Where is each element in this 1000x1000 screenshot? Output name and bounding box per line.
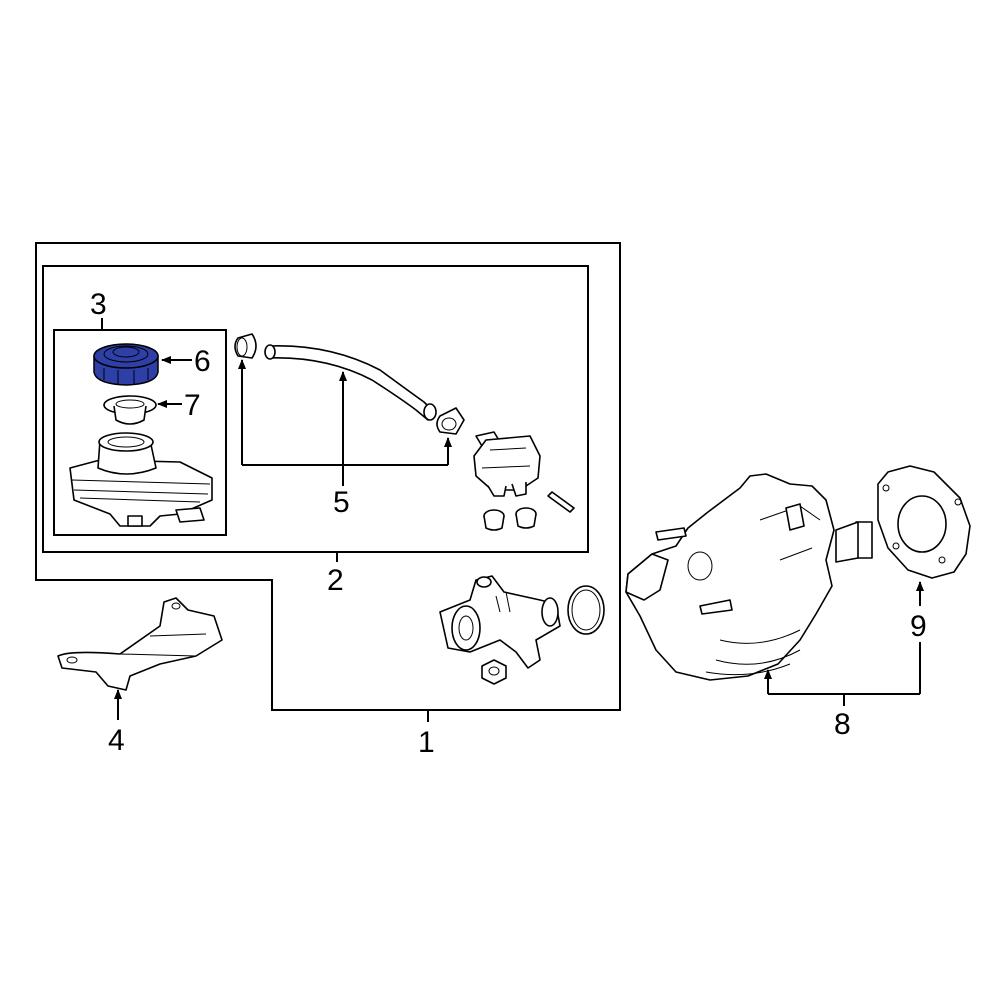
callout-9: 9 xyxy=(910,610,927,643)
reservoir-hose[interactable] xyxy=(264,344,437,421)
callout-3: 3 xyxy=(90,288,107,321)
reservoir-strainer[interactable] xyxy=(103,395,157,425)
master-cylinder[interactable] xyxy=(439,575,561,669)
retaining-pin[interactable] xyxy=(547,491,575,513)
callout-5: 5 xyxy=(333,486,350,519)
booster-gasket[interactable] xyxy=(877,465,971,579)
callout-2: 2 xyxy=(327,564,344,597)
brake-booster[interactable] xyxy=(625,473,873,681)
assembly-3-outline xyxy=(53,329,227,536)
cylinder-nut[interactable] xyxy=(481,659,507,685)
hose-clamp-right[interactable] xyxy=(436,407,465,435)
grommet-right[interactable] xyxy=(515,507,537,529)
assembly-1-outline xyxy=(35,242,621,711)
fluid-level-valve[interactable] xyxy=(473,431,541,497)
hose-clamp-left[interactable] xyxy=(234,333,257,359)
callout-4: 4 xyxy=(108,724,125,757)
grommet-left[interactable] xyxy=(483,509,505,531)
assembly-2-outline xyxy=(42,265,589,553)
cylinder-o-ring[interactable] xyxy=(567,585,605,635)
brake-fluid-reservoir[interactable] xyxy=(69,432,213,527)
callout-7: 7 xyxy=(184,389,201,422)
callout-1: 1 xyxy=(418,726,435,759)
callout-8: 8 xyxy=(834,708,851,741)
callout-6: 6 xyxy=(194,345,211,378)
reservoir-cap[interactable] xyxy=(93,343,159,386)
mounting-bracket[interactable] xyxy=(57,597,223,691)
